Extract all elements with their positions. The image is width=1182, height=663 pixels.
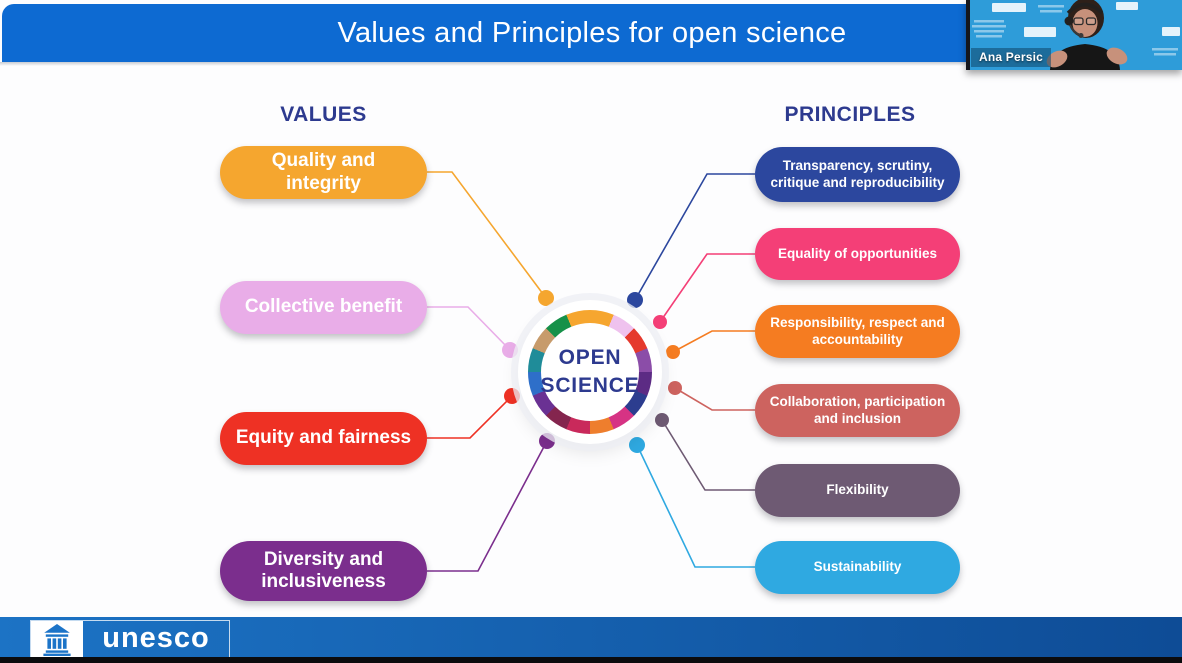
value-pill-diversity-and-inclusiveness: Diversity and inclusiveness <box>220 541 427 601</box>
unesco-backdrop-text-rows <box>972 5 1178 56</box>
bottom-edge <box>0 657 1182 663</box>
connector-transparency <box>634 173 755 301</box>
connector-flexibility <box>661 419 755 491</box>
unesco-backdrop-pattern <box>992 2 1180 37</box>
principles-header: PRINCIPLES <box>784 103 916 126</box>
connector-collective-benefit <box>427 306 511 351</box>
principle-pill-equality-of-opportunities: Equality of opportunities <box>755 228 960 280</box>
person-silhouette <box>1046 0 1128 70</box>
unesco-wordmark: unesco <box>102 621 210 654</box>
connector-sustainability <box>636 444 755 568</box>
principle-pill-flexibility: Flexibility <box>755 464 960 517</box>
unesco-temple-icon <box>31 621 83 658</box>
title-bar-shadow <box>0 62 1182 66</box>
connector-collaboration <box>674 387 755 411</box>
dot-equality <box>653 315 667 329</box>
principle-pill-responsibility: Responsibility, respect and accountabili… <box>755 305 960 358</box>
dot-responsibility <box>666 345 680 359</box>
dot-collaboration <box>668 381 682 395</box>
dot-flexibility <box>655 413 669 427</box>
dot-transparency <box>627 292 643 308</box>
principle-pill-sustainability: Sustainability <box>755 541 960 594</box>
dot-diversity <box>539 433 555 449</box>
open-science-line2: SCIENCE <box>540 374 640 397</box>
webcam-left-edge <box>966 0 970 70</box>
value-pill-equity-and-fairness: Equity and fairness <box>220 412 427 465</box>
footer-bar <box>0 617 1182 663</box>
page-title: Values and Principles for open science <box>337 16 847 49</box>
value-pill-quality-and-integrity: Quality and integrity <box>220 146 427 199</box>
dot-collective-benefit <box>502 342 518 358</box>
connector-equality <box>659 253 755 323</box>
dot-quality <box>538 290 554 306</box>
unesco-logo: unesco <box>30 620 230 659</box>
dot-sustainability <box>629 437 645 453</box>
connector-quality <box>427 171 547 299</box>
connector-diversity <box>427 440 548 572</box>
principle-pill-transparency: Transparency, scrutiny, critique and rep… <box>755 147 960 202</box>
participant-name-label: Ana Persic <box>971 48 1052 67</box>
value-pill-collective-benefit: Collective benefit <box>220 281 427 334</box>
connector-responsibility <box>672 330 755 353</box>
principle-pill-collaboration: Collaboration, participation and inclusi… <box>755 384 960 437</box>
open-science-line1: OPEN <box>558 345 622 369</box>
values-header: VALUES <box>280 103 367 126</box>
connector-equity <box>427 395 513 439</box>
webcam-tile[interactable]: Ana Persic <box>966 0 1182 70</box>
dot-equity <box>504 388 520 404</box>
open-science-label: OPEN SCIENCE <box>541 323 639 421</box>
